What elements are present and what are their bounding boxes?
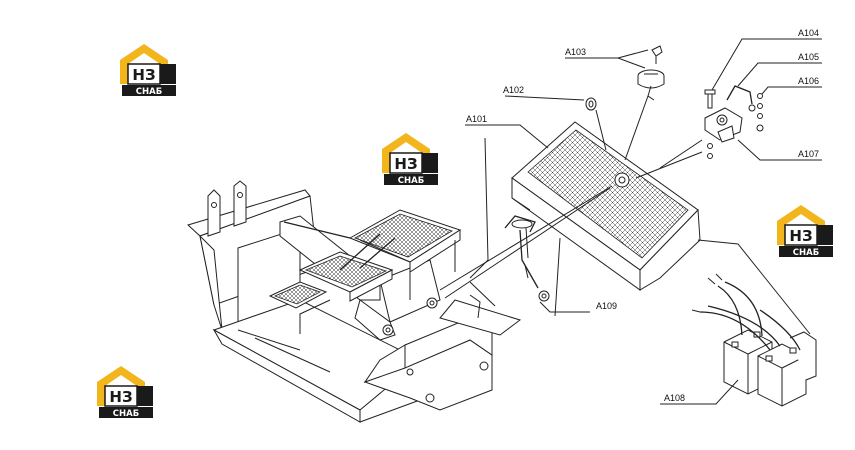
logo-mark: НЗ xyxy=(109,388,132,406)
callout-a102: A102 xyxy=(503,85,524,95)
frame-assembly xyxy=(187,180,522,423)
logo-watermark: НЗ СНАБ xyxy=(777,205,833,258)
logo-word: СНАБ xyxy=(793,248,819,258)
sensor-assembly xyxy=(704,85,764,159)
fuel-sender xyxy=(504,215,550,302)
logo-word: СНАБ xyxy=(113,409,139,419)
callout-a106: A106 xyxy=(798,76,819,86)
logo-word: СНАБ xyxy=(136,87,162,97)
logo-word: СНАБ xyxy=(398,176,424,186)
logo-mark: НЗ xyxy=(132,66,155,84)
callout-a108: A108 xyxy=(664,393,685,403)
callout-a103: A103 xyxy=(565,47,586,57)
logo-watermark: НЗ СНАБ xyxy=(97,366,153,419)
fuel-cap xyxy=(637,45,665,101)
logo-watermark: НЗ СНАБ xyxy=(120,44,176,97)
callout-a101: A101 xyxy=(466,114,487,124)
callout-a109: A109 xyxy=(596,301,617,311)
battery-assembly xyxy=(691,273,817,407)
leader-lines xyxy=(439,38,822,405)
logo-watermark: НЗ СНАБ xyxy=(382,133,438,186)
callout-a107: A107 xyxy=(798,149,819,159)
logo-mark: НЗ xyxy=(394,155,417,173)
callout-a104: A104 xyxy=(798,28,819,38)
grommet xyxy=(585,97,597,111)
logo-mark: НЗ xyxy=(789,227,812,245)
fuel-tank xyxy=(511,121,701,291)
callout-a105: A105 xyxy=(798,52,819,62)
